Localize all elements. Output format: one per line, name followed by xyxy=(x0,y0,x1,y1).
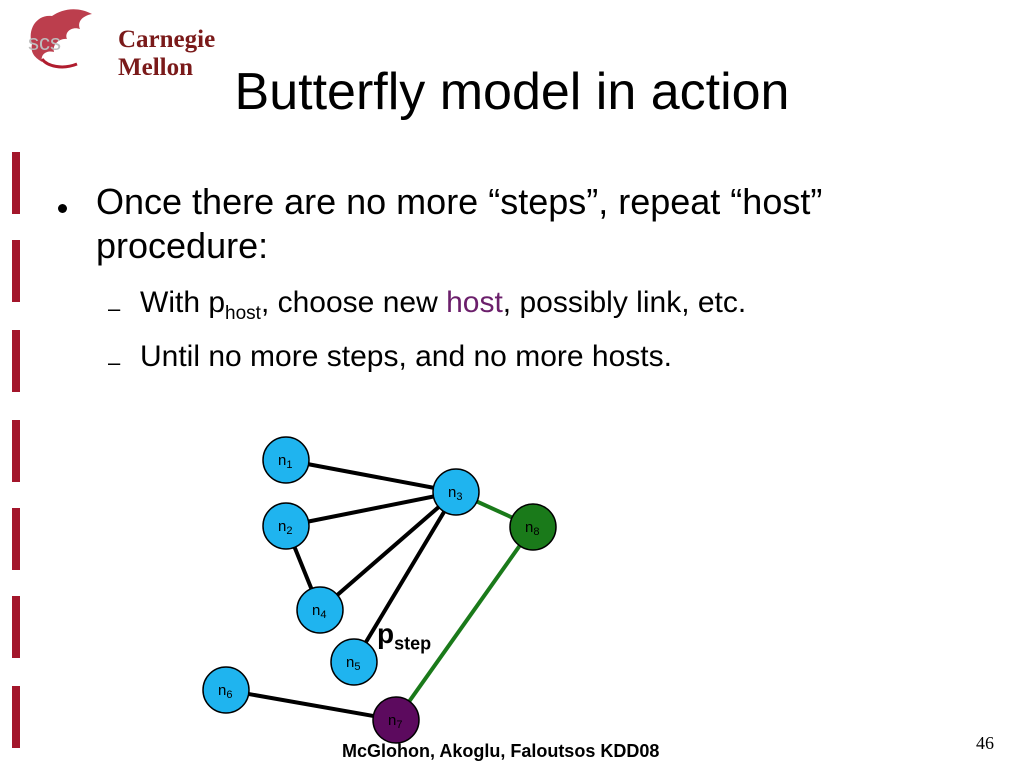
slide-title: Butterfly model in action xyxy=(234,63,790,121)
page-number: 46 xyxy=(976,733,994,753)
left-bar xyxy=(12,596,20,658)
pstep-label: pstep xyxy=(377,618,432,654)
host-highlight: host xyxy=(446,286,503,319)
graph-node-n4: n4 xyxy=(296,586,344,634)
footer-authors: McGlohon, Akoglu, Faloutsos KDD08 xyxy=(342,741,660,761)
sub-bullet-dash: – xyxy=(108,350,121,375)
left-bar xyxy=(12,686,20,748)
graph-edge-n4-n3 xyxy=(318,490,458,612)
graph-node-n6: n6 xyxy=(202,666,250,714)
graph-node-n3: n3 xyxy=(432,468,480,516)
graph-node-n5: n5 xyxy=(330,638,378,686)
logo-text: Carnegie Mellon xyxy=(118,26,216,81)
sub-bullet-1: With phost, choose new host, possibly li… xyxy=(140,286,747,324)
cmu-logo: scs Carnegie Mellon xyxy=(22,4,272,81)
graph-node-n2: n2 xyxy=(262,502,310,550)
graph-edge-n6-n7 xyxy=(225,688,397,722)
graph-edge-n1-n3 xyxy=(285,458,457,494)
left-bar xyxy=(12,330,20,392)
graph-edge-n2-n3 xyxy=(285,490,457,528)
left-bar xyxy=(12,420,20,482)
graph-node-n1: n1 xyxy=(262,436,310,484)
sub-bullet-dash: – xyxy=(108,296,121,321)
left-bar xyxy=(12,240,20,302)
bullet-text: Once there are no more “steps”, repeat “… xyxy=(96,181,823,266)
left-bar xyxy=(12,508,20,570)
graph-edge-n5-n3 xyxy=(352,490,458,664)
logo-badge: scs xyxy=(28,30,61,55)
griffin-logo-icon: scs xyxy=(28,9,92,69)
left-bar xyxy=(12,152,20,214)
graph-edge-n8-n7 xyxy=(394,525,535,722)
graph-node-n8: n8 xyxy=(509,503,557,551)
sub-bullet-2: Until no more steps, and no more hosts. xyxy=(140,340,672,373)
bullet-dot xyxy=(58,204,67,213)
graph-node-n7: n7 xyxy=(372,696,420,744)
